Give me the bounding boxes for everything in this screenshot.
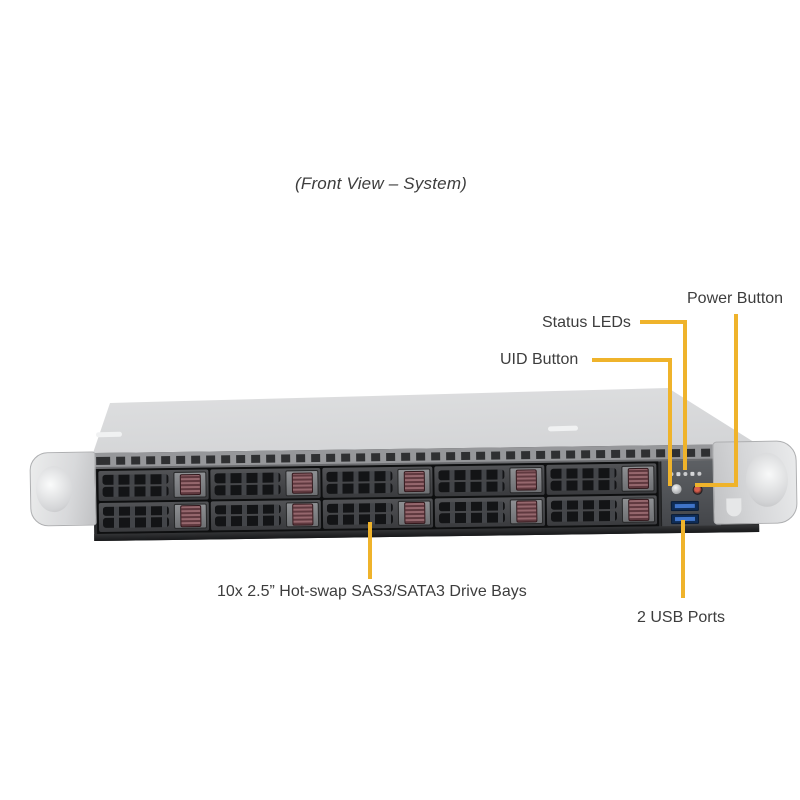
power-button-callout-line-vertical <box>734 314 738 487</box>
drive-tray-latch <box>509 466 543 493</box>
uid-button <box>670 483 683 496</box>
drive-bays-callout-line-vertical <box>368 522 372 579</box>
drive-tray-latch <box>173 471 207 498</box>
drive-tray-vents <box>326 470 392 494</box>
usb-port-1 <box>670 500 699 512</box>
drive-tray-release-button <box>291 472 313 494</box>
status-leds-callout-line-vertical <box>683 320 687 470</box>
power-button-label: Power Button <box>687 290 784 307</box>
drive-tray-release-button <box>403 502 426 524</box>
drive-tray-6 <box>98 500 210 532</box>
chassis-top-latch-mark-right <box>547 425 579 432</box>
power-button-callout-line-horizontal <box>695 483 738 487</box>
drive-tray-release-button <box>627 467 649 490</box>
drive-tray-latch <box>397 499 432 526</box>
drive-tray-release-button <box>515 469 537 491</box>
drive-tray-1 <box>98 469 209 501</box>
rack-ear-left <box>29 451 97 527</box>
drive-tray-latch <box>285 501 320 528</box>
drive-tray-vents <box>550 467 616 491</box>
server-front-view <box>29 385 798 550</box>
drive-tray-vents <box>327 501 393 525</box>
status-led-row <box>669 471 702 477</box>
drive-tray-3 <box>322 466 433 498</box>
lan2-led-icon <box>690 471 695 476</box>
status-leds-label: Status LEDs <box>542 314 631 331</box>
status-leds-callout-line-horizontal <box>640 320 687 324</box>
usb-ports-label: 2 USB Ports <box>637 609 726 626</box>
drive-tray-latch <box>285 469 319 496</box>
drive-tray-4 <box>434 464 545 496</box>
drive-tray-vents <box>102 473 168 497</box>
lan1-led-icon <box>683 471 688 477</box>
drive-tray-latch <box>397 468 431 495</box>
figure-title: (Front View – System) <box>295 174 468 193</box>
drive-tray-release-button <box>179 473 201 496</box>
uid-button-label: UID Button <box>500 351 579 368</box>
uid-button-callout-line-horizontal <box>592 358 672 362</box>
drive-tray-release-button <box>403 470 425 493</box>
drive-tray-9 <box>434 496 546 528</box>
drive-tray-latch <box>621 496 656 523</box>
drive-tray-release-button <box>179 505 202 527</box>
hdd-led-icon <box>676 472 681 477</box>
drive-tray-latch <box>509 498 544 525</box>
drive-tray-vents <box>439 500 505 524</box>
drive-tray-vents <box>214 472 280 496</box>
drive-tray-vents <box>551 498 617 522</box>
drive-tray-7 <box>210 499 322 531</box>
drive-tray-latch <box>621 465 655 492</box>
power-led-icon <box>697 471 702 476</box>
drive-tray-latch <box>173 503 208 529</box>
usb-ports-callout-line-vertical <box>681 520 685 598</box>
drive-tray-vents <box>215 503 281 527</box>
drive-bay-grid <box>96 461 660 535</box>
drive-tray-2 <box>210 467 321 499</box>
chassis-top-latch-mark-left <box>95 431 123 438</box>
chassis-front <box>93 444 760 542</box>
drive-tray-release-button <box>515 500 538 523</box>
drive-tray-10 <box>546 494 658 526</box>
drive-tray-8 <box>322 497 434 529</box>
drive-tray-vents <box>438 468 504 492</box>
usb-port-2 <box>670 513 700 525</box>
drive-bays-label: 10x 2.5” Hot-swap SAS3/SATA3 Drive Bays <box>217 583 527 600</box>
drive-tray-vents <box>103 505 169 529</box>
uid-button-callout-line-vertical <box>668 358 672 486</box>
drive-tray-release-button <box>627 499 650 521</box>
drive-tray-release-button <box>291 503 314 526</box>
drive-tray-5 <box>546 463 657 495</box>
